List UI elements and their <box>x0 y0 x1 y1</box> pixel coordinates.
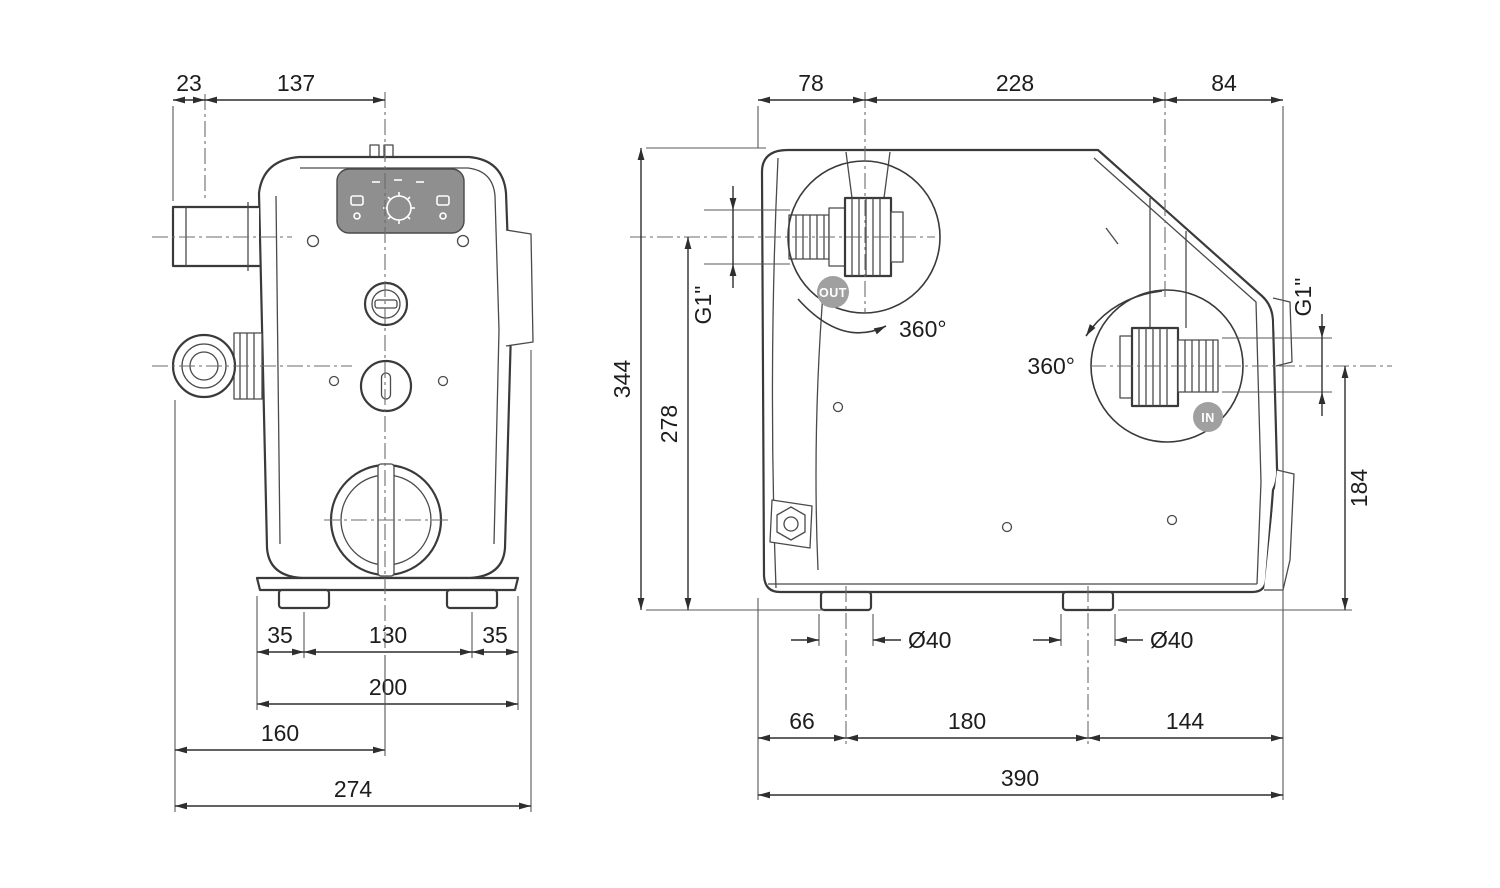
dim-label-dia40-left: Ø40 <box>908 627 951 653</box>
drain-plug <box>769 499 813 549</box>
screw <box>1166 514 1178 526</box>
cable-seam <box>815 279 825 571</box>
dim-side-344: 344 <box>609 148 645 610</box>
screw <box>437 375 449 387</box>
dim-label-278: 278 <box>656 405 682 443</box>
dim-label-390: 390 <box>1001 765 1039 791</box>
dim-side-144: 144 <box>1088 708 1283 742</box>
screw <box>832 401 844 413</box>
dim-label-66: 66 <box>789 708 815 734</box>
dim-front-35-right: 35 <box>472 622 518 656</box>
out-rotation-arrow <box>797 298 887 335</box>
side-tab <box>505 229 534 347</box>
in-badge <box>1193 402 1223 432</box>
front-port-cover <box>359 359 413 413</box>
screw <box>328 375 340 387</box>
body-seam-right <box>300 167 500 545</box>
dim-label-35-left: 35 <box>267 622 293 648</box>
dim-side-278: 278 <box>656 237 692 610</box>
in-rotation-label: 360° <box>1027 353 1075 379</box>
control-panel <box>336 168 465 234</box>
dim-side-180: 180 <box>846 708 1088 742</box>
screw <box>456 234 470 248</box>
dim-label-137: 137 <box>277 70 315 96</box>
dim-front-23: 23 <box>173 70 205 104</box>
dim-label-84: 84 <box>1211 70 1237 96</box>
dim-front-137: 137 <box>205 70 385 104</box>
dim-label-23: 23 <box>176 70 202 96</box>
out-rotation-label: 360° <box>899 316 947 342</box>
dim-label-g1-out: G1" <box>690 286 716 325</box>
dim-label-dia40-right: Ø40 <box>1150 627 1193 653</box>
screw <box>1001 521 1013 533</box>
dim-foot-dia-right: Ø40 <box>1033 614 1193 653</box>
dim-side-78: 78 <box>758 70 865 104</box>
dim-label-344: 344 <box>609 360 635 399</box>
out-badge-label: OUT <box>819 286 847 300</box>
dim-side-390: 390 <box>758 765 1283 799</box>
dim-side-228: 228 <box>865 70 1165 104</box>
dim-front-130: 130 <box>304 622 472 656</box>
base-plate <box>255 576 520 592</box>
dim-label-200: 200 <box>369 674 407 700</box>
bracket-lower <box>1264 469 1295 591</box>
foot-front-left <box>277 588 331 610</box>
dim-label-228: 228 <box>996 70 1034 96</box>
dim-front-274: 274 <box>175 776 531 810</box>
in-badge-label: IN <box>1201 411 1215 425</box>
side-dimensions: 78 228 84 344 278 G1" <box>609 70 1372 800</box>
dim-out-thread: G1" <box>690 186 790 324</box>
dim-label-35-right: 35 <box>482 622 508 648</box>
screw <box>306 234 320 248</box>
dim-side-184: 184 <box>1341 366 1372 610</box>
in-rotation-arrow <box>1085 290 1163 337</box>
front-port-side <box>171 332 263 400</box>
dim-label-78: 78 <box>798 70 824 96</box>
dim-label-g1-in: G1" <box>1290 278 1316 317</box>
dim-side-66: 66 <box>758 708 846 742</box>
top-vent-nub <box>369 144 380 158</box>
out-badge <box>817 276 849 308</box>
panel-icon-right <box>436 195 450 206</box>
dim-label-184: 184 <box>1346 469 1372 508</box>
dim-label-130: 130 <box>369 622 407 648</box>
front-centerlines <box>152 92 450 648</box>
dim-front-160: 160 <box>175 655 386 756</box>
foot-front-right <box>445 588 499 610</box>
dim-front-35-left: 35 <box>257 622 304 656</box>
dim-foot-dia-left: Ø40 <box>791 614 951 653</box>
body-seam-left <box>275 195 281 545</box>
dim-label-144: 144 <box>1166 708 1205 734</box>
dim-label-274: 274 <box>334 776 373 802</box>
dim-front-200: 200 <box>257 674 518 708</box>
dim-label-160: 160 <box>261 720 299 746</box>
dim-label-180: 180 <box>948 708 986 734</box>
panel-icon-left <box>350 195 364 206</box>
control-panel-icons <box>350 179 450 224</box>
dim-in-thread: G1" <box>1222 278 1332 416</box>
front-dimensions: 23 137 35 130 35 200 160 274 <box>172 70 532 812</box>
dim-side-84: 84 <box>1165 70 1283 104</box>
